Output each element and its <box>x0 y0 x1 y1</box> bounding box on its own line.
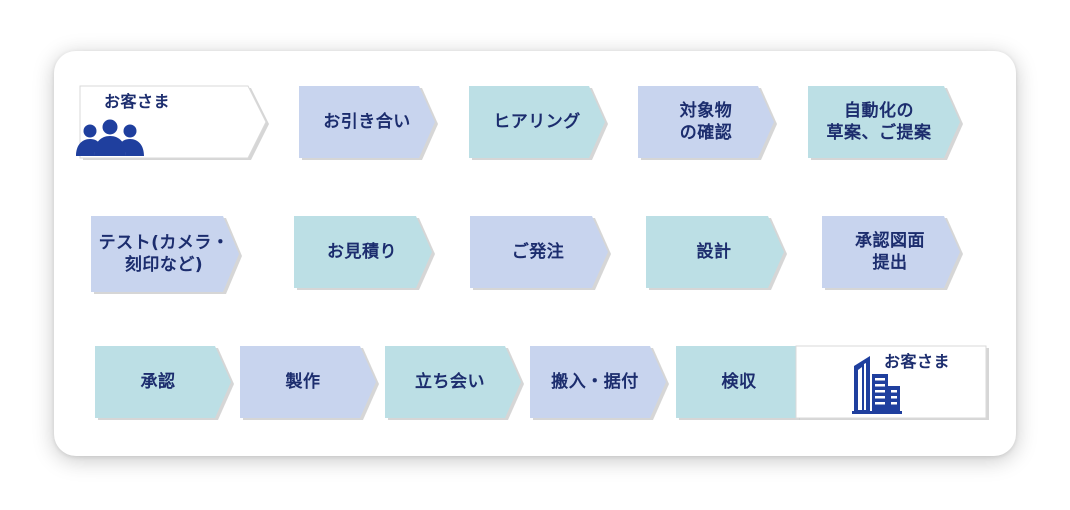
chevron-shape <box>91 216 242 294</box>
chevron-shape <box>646 216 787 290</box>
chevron-fill <box>470 216 608 288</box>
step-label: お客さま <box>884 352 951 371</box>
step-label: 自動化の 草案、ご提案 <box>826 100 932 143</box>
chevron-shape <box>470 216 611 290</box>
chevron-shape <box>385 346 524 420</box>
chevron-shape <box>676 346 815 420</box>
step-label: 承認図面 提出 <box>855 230 925 273</box>
step-label: お見積り <box>327 241 397 262</box>
step-label: 承認 <box>140 371 176 392</box>
step-label: お客さま <box>104 92 171 111</box>
chevron-fill <box>240 346 376 418</box>
step-label: ご発注 <box>511 241 565 262</box>
people-icon <box>76 119 144 156</box>
chevron-shape <box>822 216 963 290</box>
step-label: 立ち会い <box>415 371 485 392</box>
step-label: テスト(カメラ・ 刻印など) <box>98 232 230 275</box>
chevron-fill <box>385 346 521 418</box>
chevron-fill <box>676 346 812 418</box>
chevron-fill <box>91 216 239 292</box>
chevron-fill <box>808 86 960 158</box>
chevron-fill <box>822 216 960 288</box>
chevron-fill <box>795 345 987 419</box>
chevron-shape <box>294 216 435 290</box>
step-label: 対象物 の確認 <box>679 100 733 143</box>
chevron-shape <box>240 346 379 420</box>
chevron-shape <box>299 86 438 160</box>
step-label: ヒアリング <box>493 111 581 132</box>
chevron-shape <box>530 346 669 420</box>
step-label: 検収 <box>721 371 757 392</box>
chevron-fill <box>638 86 774 158</box>
step-label: 製作 <box>285 371 321 392</box>
building-icon <box>852 356 902 414</box>
chevron-fill <box>530 346 666 418</box>
step-label: 設計 <box>696 241 732 262</box>
chevron-fill <box>646 216 784 288</box>
box-shape <box>795 345 989 420</box>
step-label: お引き合い <box>323 111 411 132</box>
chevron-fill <box>469 86 605 158</box>
chevron-fill <box>95 346 231 418</box>
chevron-shape <box>95 346 234 420</box>
chevron-shape <box>808 86 963 160</box>
chevron-fill <box>294 216 432 288</box>
chevron-shape <box>638 86 777 160</box>
chevron-fill <box>299 86 435 158</box>
step-label: 搬入・据付 <box>551 371 639 392</box>
chevron-shape <box>469 86 608 160</box>
